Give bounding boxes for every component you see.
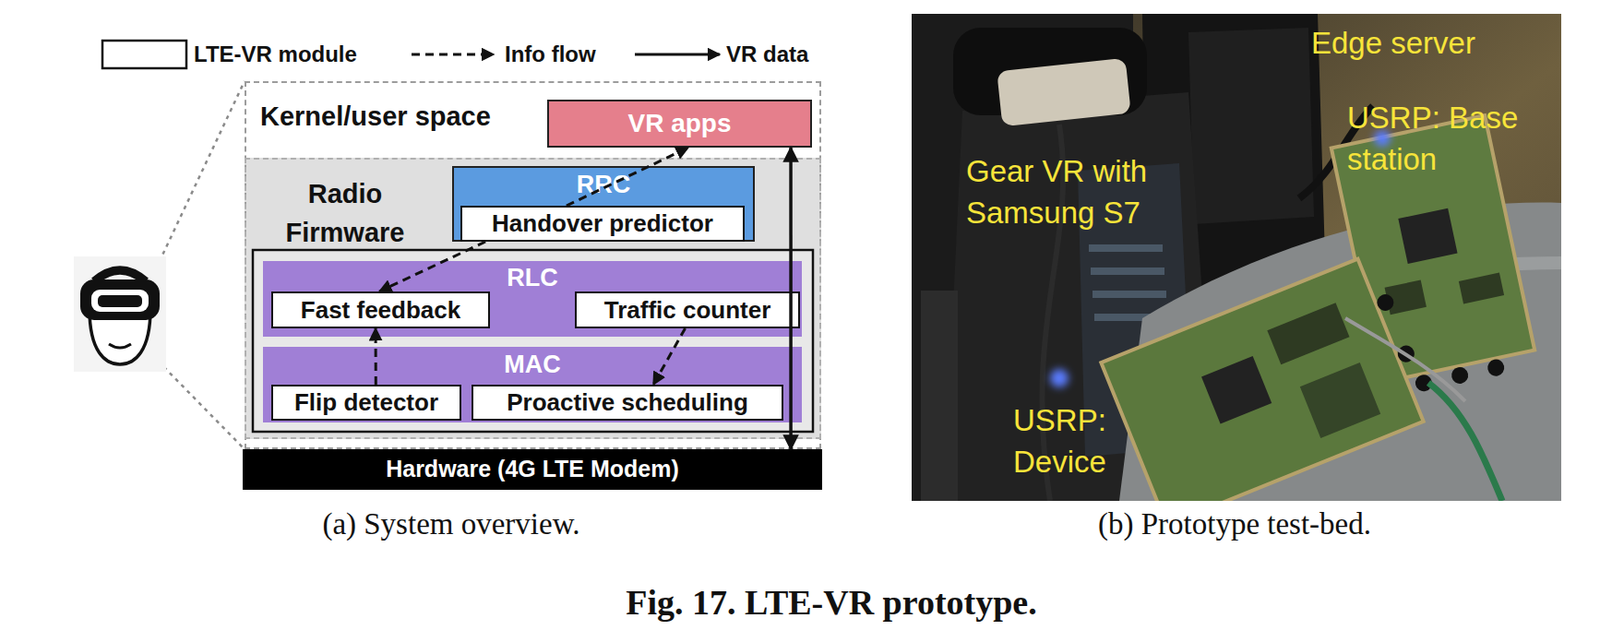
connector: [1486, 358, 1506, 378]
node-label: VR apps: [627, 109, 731, 139]
server-panel: [1188, 27, 1314, 225]
legend-sample: [634, 53, 720, 57]
node-label: Radio Firmware: [275, 174, 415, 252]
module-box: Traffic counter: [574, 291, 800, 329]
node-label: Hardware (4G LTE Modem): [385, 456, 680, 483]
board: [1100, 259, 1423, 502]
legend-text: LTE-VR module: [193, 40, 358, 69]
legend-sample: [102, 40, 187, 69]
firmware-fill: [244, 157, 822, 440]
module-box: Proactive scheduling: [471, 384, 784, 421]
mouth: [108, 344, 132, 348]
info-flow-arrow: [374, 328, 378, 385]
info-flow-arrow: [653, 328, 686, 385]
photo-annotation: USRP: Base station: [1347, 96, 1555, 180]
info-flow-arrow: [379, 241, 486, 292]
chip: [1300, 362, 1381, 439]
drive-slot: [1088, 244, 1163, 252]
node-label: RLC: [262, 262, 802, 293]
led: [1050, 369, 1069, 388]
firmware-region: Radio Firmware RRC Handover predictorRLC Fa…: [244, 157, 822, 440]
layer-band: MAC Flip detector Proactive scheduling: [262, 346, 802, 423]
legend-sample: [411, 53, 494, 57]
layer-box: RRC Handover predictor: [452, 166, 755, 242]
phone: [996, 58, 1132, 127]
drive-slot: [1090, 267, 1165, 275]
chip: [1397, 208, 1457, 264]
chip: [1266, 302, 1350, 365]
goggle-lens: [91, 289, 149, 312]
module-box: Flip detector: [271, 384, 462, 421]
connector: [1449, 365, 1469, 385]
subfigure-caption: (a) System overview.: [266, 505, 636, 543]
subfigure-caption: (b) Prototype test-bed.: [1003, 505, 1466, 543]
data-flow-arrow: [788, 147, 793, 450]
node-label: MAC: [262, 349, 802, 380]
icon-backdrop: [73, 256, 167, 372]
chip: [1201, 356, 1272, 424]
node-label: Kernel/user space: [260, 101, 491, 132]
node-label: Proactive scheduling: [506, 389, 749, 417]
goggle-inner: [97, 295, 143, 308]
kernel-user-region: Kernel/user space VR appsRadio Firmware RR…: [244, 81, 822, 450]
node-label: RRC: [453, 169, 753, 200]
drive-slot: [1092, 290, 1167, 299]
module-frame: [252, 250, 813, 432]
photo-annotation: Gear VR with Samsung S7: [966, 150, 1234, 234]
legend-text: Info flow: [504, 40, 597, 69]
photo-annotation: USRP: Device: [1013, 399, 1129, 483]
node-label: Traffic counter: [604, 297, 772, 324]
node-label: Flip detector: [294, 389, 439, 417]
legend-text: VR data: [726, 40, 809, 69]
figure-caption: Fig. 17. LTE-VR prototype.: [416, 581, 1247, 624]
layer-band: RLC Fast feedback Traffic counter: [262, 261, 802, 337]
headset-icon: [73, 256, 167, 372]
testbed-photo: [911, 13, 1562, 502]
photo-annotation: Edge server: [1311, 23, 1533, 63]
info-flow-arrow: [566, 147, 689, 206]
connector: [1374, 291, 1397, 313]
node-label: Handover predictor: [491, 210, 714, 238]
cable: [1345, 318, 1466, 402]
rack-side: [920, 290, 958, 502]
zoom-leader: [152, 81, 245, 277]
hardware-bar: Hardware (4G LTE Modem): [242, 449, 823, 490]
usrp-board: [1100, 252, 1440, 502]
app-box: VR apps: [547, 99, 812, 148]
chip: [1458, 273, 1505, 305]
module-box: Handover predictor: [460, 205, 745, 242]
goggles: [80, 279, 160, 321]
node-label: Fast feedback: [300, 297, 461, 324]
module-box: Fast feedback: [271, 291, 490, 329]
